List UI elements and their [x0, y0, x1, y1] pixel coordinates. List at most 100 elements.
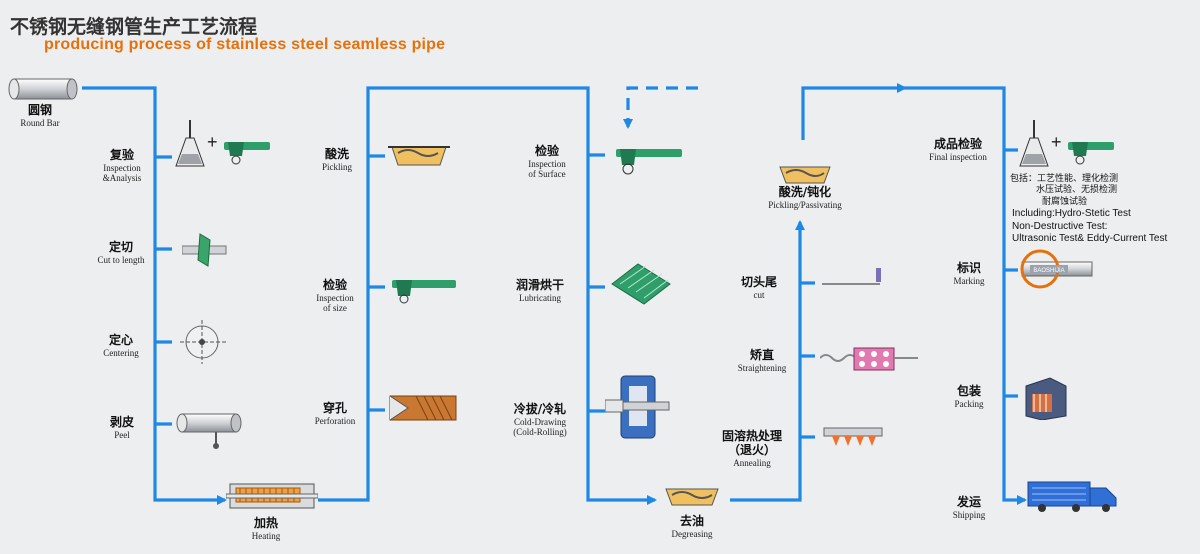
heating-icon	[226, 483, 318, 509]
round-bar-cn: 圆钢	[27, 103, 52, 117]
flow-line-dashed	[623, 86, 698, 129]
note-en-2: Non-Destructive Test:	[1012, 220, 1108, 232]
cold-drawing-cn: 冷拔/冷轧	[513, 402, 567, 416]
peel-en: Peel	[114, 429, 130, 440]
svg-text:+: +	[1051, 132, 1062, 152]
degreasing-en: Degreasing	[671, 528, 713, 539]
svg-text:BAOSHIJIA: BAOSHIJIA	[1033, 268, 1064, 274]
final-flask-caliper-icon: +	[1019, 120, 1114, 167]
straightening-icon	[820, 347, 918, 371]
step-degreasing: 去油 Degreasing	[660, 514, 724, 539]
peel-cn: 剥皮	[109, 415, 134, 429]
annealing-cn: 固溶热处理	[721, 429, 782, 443]
inspection-size-en: Inspection	[316, 292, 354, 303]
straightening-cn: 矫直	[749, 348, 774, 362]
caliper-icon	[392, 280, 456, 304]
final-inspection-en: Final inspection	[929, 151, 987, 162]
shipping-cn: 发运	[956, 495, 981, 509]
annealing-en: Annealing	[733, 457, 771, 468]
step-inspection-analysis: 复验 Inspection &Analysis	[90, 148, 154, 184]
step-cold-drawing: 冷拔/冷轧 Cold-Drawing (Cold-Rolling)	[498, 402, 582, 438]
packing-en: Packing	[954, 398, 984, 409]
passivating-tank-icon	[779, 166, 831, 184]
step-heating: 加热 Heating	[236, 516, 296, 541]
pickling-passivating-en: Pickling/Passivating	[768, 199, 842, 210]
peel-icon	[176, 413, 242, 449]
step-cut-to-length: 定切 Cut to length	[86, 240, 156, 265]
flow-line-2	[318, 86, 657, 505]
step-pickling: 酸洗 Pickling	[306, 147, 368, 172]
annealing-icon	[823, 427, 883, 446]
surface-caliper-icon	[616, 149, 682, 175]
inspection-surface-cn: 检验	[534, 144, 559, 158]
cold-drawing-icon	[605, 375, 670, 439]
heating-cn: 加热	[253, 516, 278, 530]
pickling-passivating-cn: 酸洗/钝化	[778, 185, 832, 199]
flow-line-3	[730, 220, 805, 502]
degreasing-tank-icon	[665, 488, 719, 506]
lubricating-en: Lubricating	[519, 292, 561, 303]
svg-text:+: +	[207, 132, 218, 152]
note-cn-1: 包括：工艺性能、理化检测	[1010, 174, 1119, 184]
inspection-analysis-en: Inspection	[103, 162, 141, 173]
step-annealing: 固溶热处理 （退火） Annealing	[708, 429, 796, 468]
cut-cn: 切头尾	[740, 275, 777, 289]
cut-en: cut	[753, 289, 765, 300]
annealing-cn2: （退火）	[727, 442, 776, 457]
note-en-3: Ultrasonic Test& Eddy-Current Test	[1012, 233, 1168, 244]
step-shipping: 发运 Shipping	[940, 495, 998, 520]
centering-en: Centering	[103, 347, 139, 358]
flow-line-4	[801, 83, 907, 140]
cold-drawing-en2: (Cold-Rolling)	[513, 427, 567, 438]
cut-to-length-cn: 定切	[108, 240, 133, 254]
cut-icon	[822, 268, 881, 285]
centering-cn: 定心	[108, 333, 133, 347]
straightening-en: Straightening	[737, 362, 787, 373]
step-round-bar: 圆钢 Round Bar	[10, 103, 70, 128]
degreasing-cn: 去油	[679, 514, 704, 528]
pickling-cn: 酸洗	[324, 147, 349, 161]
packing-cn: 包装	[956, 384, 981, 398]
step-packing: 包装 Packing	[942, 384, 996, 409]
shipping-en: Shipping	[952, 509, 986, 520]
round-bar-en: Round Bar	[20, 117, 60, 128]
lubricating-cn: 润滑烘干	[515, 278, 564, 292]
marking-en: Marking	[953, 275, 985, 286]
note-en-1: Including:Hydro-Stetic Test	[1012, 208, 1131, 219]
title-en: producing process of stainless steel sea…	[44, 36, 446, 53]
step-peel: 剥皮 Peel	[96, 415, 148, 440]
step-lubricating: 润滑烘干 Lubricating	[500, 278, 580, 303]
step-straightening: 矫直 Straightening	[726, 348, 798, 373]
marking-cn: 标识	[956, 261, 981, 275]
step-inspection-surface: 检验 Inspection of Surface	[510, 144, 584, 180]
step-centering: 定心 Centering	[90, 333, 152, 358]
final-notes-en: Including:Hydro-Stetic Test Non-Destruct…	[1012, 208, 1198, 246]
inspection-surface-en: Inspection	[528, 158, 566, 169]
step-pickling-passivating: 酸洗/钝化 Pickling/Passivating	[750, 185, 860, 210]
pickling-tank-icon	[388, 146, 450, 166]
perforation-icon	[389, 395, 457, 421]
step-final-inspection: 成品检验 Final inspection	[914, 137, 1002, 162]
final-notes-cn: 包括：工艺性能、理化检测 水压试验、无损检测 耐腐蚀试验	[1010, 174, 1190, 208]
lubricating-rack-icon	[611, 263, 671, 305]
inspection-size-cn: 检验	[322, 278, 347, 292]
truck-icon	[1027, 481, 1117, 512]
note-cn-2: 水压试验、无损检测	[1036, 185, 1118, 196]
step-perforation: 穿孔 Perforation	[302, 401, 368, 426]
flow-line-1	[82, 86, 227, 505]
cold-drawing-en: Cold-Drawing	[514, 416, 566, 427]
centering-icon	[180, 320, 226, 364]
inspection-analysis-en2: &Analysis	[102, 173, 142, 184]
round-bar-icon	[8, 78, 78, 100]
flask-caliper-icon: +	[175, 120, 270, 167]
step-cut: 切头尾 cut	[726, 275, 792, 300]
inspection-surface-en2: of Surface	[528, 169, 566, 180]
title-cn: 不锈钢无缝钢管生产工艺流程	[10, 16, 258, 38]
marking-icon: BAOSHIJIA	[1020, 249, 1093, 289]
final-inspection-cn: 成品检验	[933, 137, 982, 151]
cutting-icon	[182, 233, 227, 267]
heating-en: Heating	[251, 530, 281, 541]
step-marking: 标识 Marking	[942, 261, 996, 286]
perforation-cn: 穿孔	[322, 401, 347, 415]
